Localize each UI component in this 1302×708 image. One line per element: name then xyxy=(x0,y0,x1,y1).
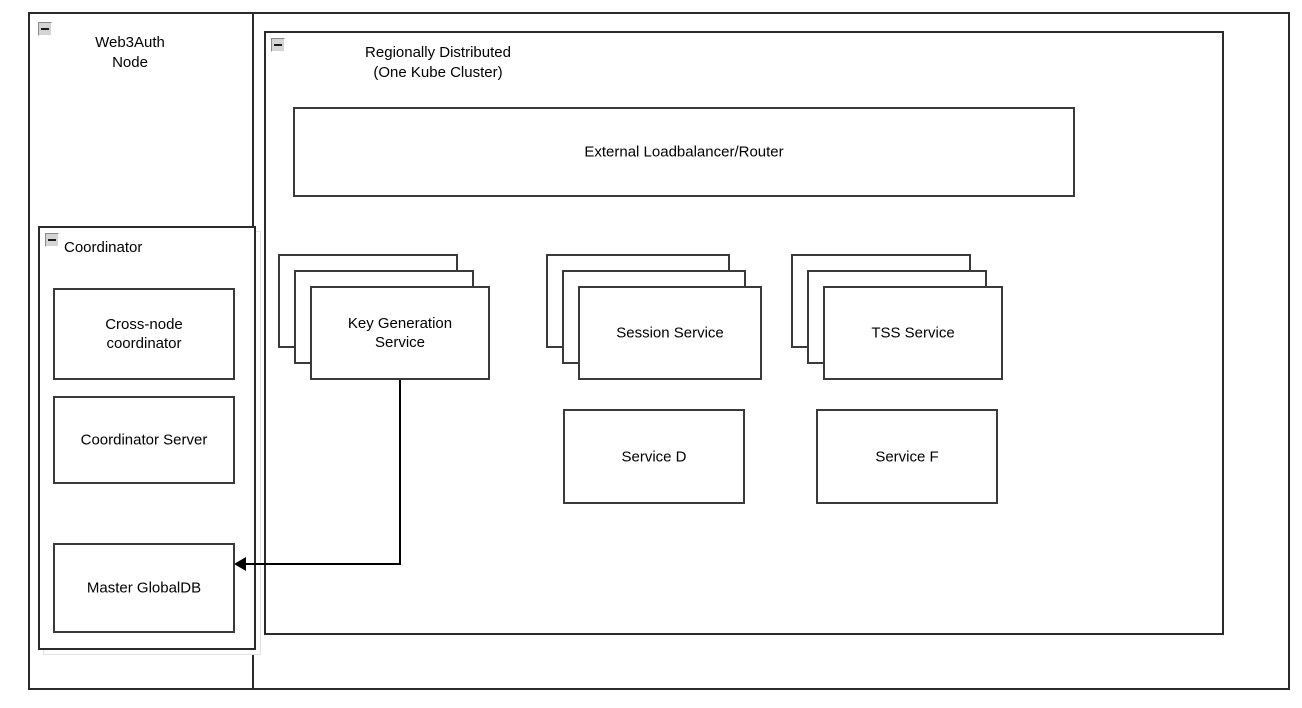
node-session-service[interactable]: Session Service xyxy=(546,254,762,380)
label-key-generation-service: Key Generation Service xyxy=(347,315,453,351)
edge-keygen-to-masterdb-horizontal xyxy=(246,563,401,565)
label-master-globaldb: Master GlobalDB xyxy=(86,579,202,597)
tss-service-stack-layer-front[interactable]: TSS Service xyxy=(823,286,1003,380)
label-session-service: Session Service xyxy=(616,324,724,342)
node-cross-node-coordinator[interactable]: Cross-node coordinator xyxy=(53,288,235,380)
node-key-generation-service[interactable]: Key Generation Service xyxy=(278,254,490,380)
label-tss-service: TSS Service xyxy=(871,324,955,342)
node-master-globaldb[interactable]: Master GlobalDB xyxy=(53,543,235,633)
label-coordinator: Coordinator xyxy=(64,239,143,256)
node-service-f[interactable]: Service F xyxy=(816,409,998,504)
collapse-minus-icon-web3auth-node[interactable] xyxy=(38,22,52,36)
node-external-loadbalancer[interactable]: External Loadbalancer/Router xyxy=(293,107,1075,197)
label-service-f: Service F xyxy=(875,448,939,465)
label-coordinator-server: Coordinator Server xyxy=(80,431,208,449)
label-regionally-distributed: Regionally Distributed (One Kube Cluster… xyxy=(365,44,511,81)
label-cross-node-coordinator: Cross-node coordinator xyxy=(105,316,183,352)
node-service-d[interactable]: Service D xyxy=(563,409,745,504)
session-service-stack-layer-front[interactable]: Session Service xyxy=(578,286,762,380)
collapse-minus-icon-regionally-distributed[interactable] xyxy=(271,38,285,52)
label-web3auth-node: Web3Auth Node xyxy=(95,34,165,71)
label-service-d: Service D xyxy=(621,448,687,465)
edge-keygen-to-masterdb-arrowhead xyxy=(234,557,246,571)
node-tss-service[interactable]: TSS Service xyxy=(791,254,1003,380)
node-coordinator-server[interactable]: Coordinator Server xyxy=(53,396,235,484)
edge-keygen-to-masterdb-vertical xyxy=(399,380,401,565)
collapse-minus-icon-coordinator[interactable] xyxy=(45,233,59,247)
key-generation-service-stack-layer-front[interactable]: Key Generation Service xyxy=(310,286,490,380)
label-external-loadbalancer: External Loadbalancer/Router xyxy=(584,143,784,161)
